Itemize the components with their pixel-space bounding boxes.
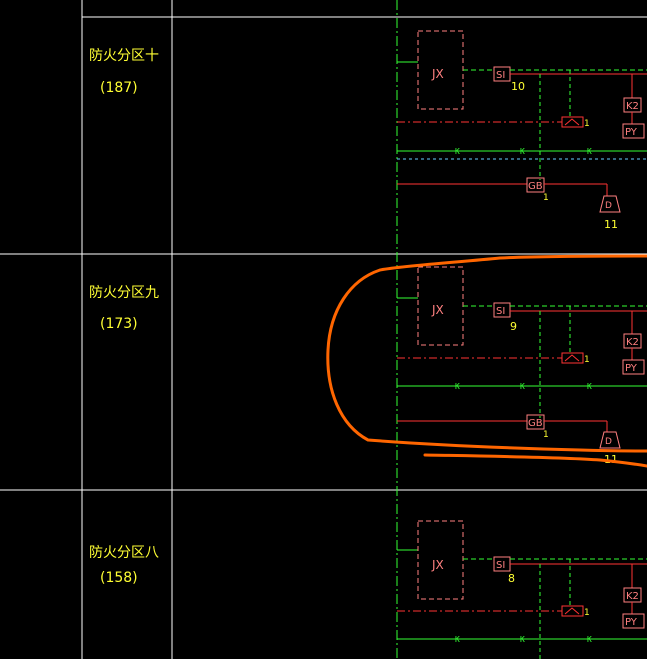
svg-text:K: K (455, 147, 460, 156)
zone-9: 防火分区九 (173) JX SI 9 K2 PY 1 K K K GB 1 (89, 266, 647, 466)
k2-label: K2 (626, 591, 639, 602)
junction-box-label: JX (431, 67, 444, 81)
py-label: PY (625, 127, 638, 138)
alarm-count: 1 (584, 608, 590, 618)
zone-count: (173) (100, 316, 138, 332)
gb-module (526, 177, 545, 193)
si-module-label: SI (496, 70, 505, 81)
svg-text:K: K (587, 635, 592, 644)
alarm-device (561, 352, 584, 364)
k2-label: K2 (626, 337, 639, 348)
si-module-label: SI (496, 306, 505, 317)
svg-text:K: K (587, 147, 592, 156)
alarm-device (561, 116, 584, 128)
gb-module (526, 414, 545, 430)
alarm-device (561, 605, 584, 617)
d-count: 11 (604, 218, 618, 231)
gb-label: GB (528, 181, 543, 192)
svg-text:K: K (520, 635, 525, 644)
alarm-count: 1 (584, 355, 590, 365)
py-label: PY (625, 617, 638, 628)
svg-text:K: K (520, 147, 525, 156)
svg-text:K: K (520, 382, 525, 391)
py-module (622, 123, 645, 139)
zone-name: 防火分区十 (89, 48, 159, 64)
si-count: 8 (508, 572, 515, 585)
si-count: 9 (510, 320, 517, 333)
svg-text:K: K (455, 635, 460, 644)
alarm-count: 1 (584, 119, 590, 129)
d-device (599, 195, 621, 213)
junction-box (417, 520, 464, 600)
gb-count: 1 (543, 430, 549, 440)
si-module-label: SI (496, 560, 505, 571)
k2-label: K2 (626, 101, 639, 112)
si-module (493, 302, 511, 318)
highlight-annotation (326, 254, 647, 468)
zone-count: (158) (100, 570, 138, 586)
svg-text:D: D (605, 201, 612, 211)
py-module (622, 359, 645, 375)
gb-count: 1 (543, 193, 549, 203)
junction-box-label: JX (431, 558, 444, 572)
junction-box-label: JX (431, 303, 444, 317)
zone-name: 防火分区九 (89, 285, 159, 301)
py-label: PY (625, 363, 638, 374)
zone-10: 防火分区十 (187) JX SI 10 K2 PY 1 K K K GB 1 (89, 30, 647, 231)
zone-count: (187) (100, 80, 138, 96)
zone-8: 防火分区八 (158) JX SI 8 K2 PY 1 K K K (89, 520, 647, 659)
zone-name: 防火分区八 (89, 545, 159, 561)
gb-label: GB (528, 418, 543, 429)
py-module (622, 613, 645, 629)
svg-text:K: K (587, 382, 592, 391)
si-count: 10 (511, 80, 525, 93)
d-device (599, 431, 621, 449)
svg-text:D: D (605, 437, 612, 447)
svg-text:K: K (455, 382, 460, 391)
